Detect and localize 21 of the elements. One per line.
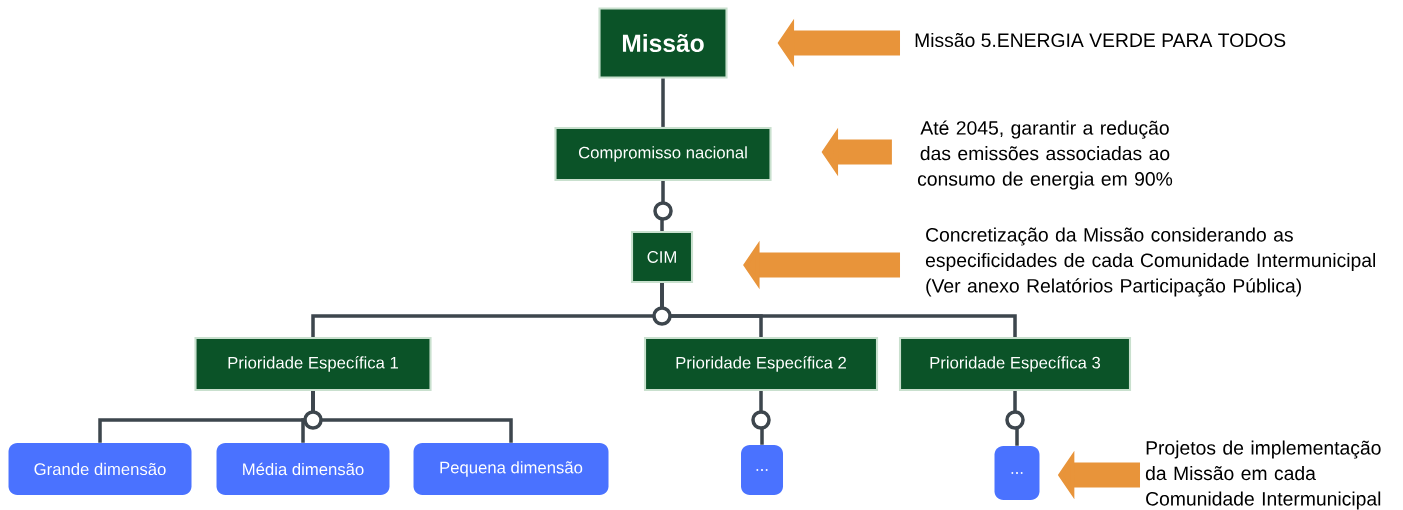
connector-line: [660, 283, 1017, 337]
connector-line: [1013, 391, 1019, 446]
project-box: Pequena dimensão: [413, 443, 609, 495]
project-box: Grande dimensão: [8, 443, 192, 495]
note-text: Missão 5.ENERGIA VERDE PARA TODOS: [915, 32, 1286, 48]
process-box: Prioridade Específica 2: [643, 336, 879, 392]
connector-line: [759, 391, 764, 445]
connector-line: [660, 181, 665, 231]
process-box: Prioridade Específica 1: [194, 336, 432, 392]
note-text: Até 2045, garantir a redução das emissões associadas ao consumo de energia em 90%: [917, 120, 1173, 190]
project-box: ...: [994, 446, 1040, 500]
project-box: Média dimensão: [216, 443, 390, 495]
connector-line: [661, 78, 665, 127]
process-box: Prioridade Específica 3: [898, 336, 1132, 392]
connector-line: [311, 391, 513, 443]
note-text: Concretização da Missão considerando as especificidades de cada Comunidade Intermunicipal (Ver anexo Relatórios Participação Pública): [925, 227, 1376, 297]
note-text: Projetos de implementação da Missão em cada Comunidade Intermunicipal: [1145, 440, 1381, 510]
project-box: ...: [741, 445, 783, 495]
mission-box: Missão: [598, 7, 728, 79]
process-box: Compromisso nacional: [554, 126, 772, 182]
process-box: CIM: [630, 230, 694, 284]
